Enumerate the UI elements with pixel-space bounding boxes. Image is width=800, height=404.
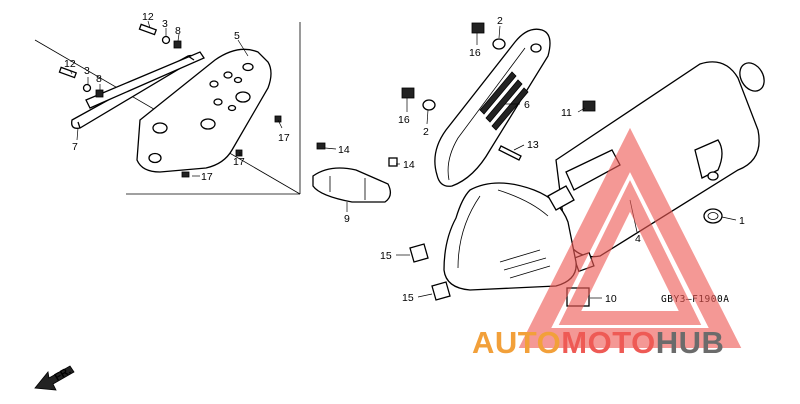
callout-17: 17 <box>233 156 245 168</box>
callout-7: 7 <box>72 141 78 153</box>
callout-12: 12 <box>142 11 154 23</box>
heat-shield <box>434 28 551 187</box>
callout-3: 3 <box>162 18 168 30</box>
callout-5: 5 <box>234 30 240 42</box>
front-direction-arrow: FR. <box>34 365 75 391</box>
watermark-hub: HUB <box>656 325 725 360</box>
joint-nuts <box>409 243 451 301</box>
watermark-moto: MOTO <box>561 325 655 360</box>
shield-hardware <box>401 22 506 111</box>
callout-16: 16 <box>469 47 481 59</box>
callout-16: 16 <box>398 114 410 126</box>
watermark-text: AUTOMOTOHUB <box>472 325 724 360</box>
callout-2: 2 <box>423 126 429 138</box>
callout-15: 15 <box>380 250 392 262</box>
main-leaders <box>324 25 737 299</box>
callout-15: 15 <box>402 292 414 304</box>
callout-4: 4 <box>635 233 641 245</box>
callout-17: 17 <box>278 132 290 144</box>
callout-6: 6 <box>524 99 530 111</box>
callout-14: 14 <box>403 159 415 171</box>
callout-3: 3 <box>84 65 90 77</box>
callout-1: 1 <box>739 215 745 227</box>
callout-17: 17 <box>201 171 213 183</box>
callout-8: 8 <box>96 73 102 85</box>
watermark-auto: AUTO <box>472 325 561 360</box>
callout-11: 11 <box>561 107 572 119</box>
callout-labels: 12 3 8 5 12 3 8 7 17 17 17 14 14 9 2 16 … <box>64 11 745 305</box>
callout-10: 10 <box>605 293 617 305</box>
callout-8: 8 <box>175 25 181 37</box>
callout-9: 9 <box>344 213 350 225</box>
exhaust-pipe <box>443 182 577 291</box>
callout-13: 13 <box>527 139 539 151</box>
callout-14: 14 <box>338 144 350 156</box>
inset-leaders <box>69 20 283 177</box>
exhaust-gasket <box>312 142 398 203</box>
callout-12: 12 <box>64 58 76 70</box>
inset-hardware <box>58 23 282 178</box>
callout-2: 2 <box>497 15 503 27</box>
watermark-warning-triangle-icon <box>518 127 742 348</box>
watermark: AUTOMOTOHUB <box>472 127 742 360</box>
bracket-pair <box>71 51 205 129</box>
protector-plate <box>136 48 272 173</box>
